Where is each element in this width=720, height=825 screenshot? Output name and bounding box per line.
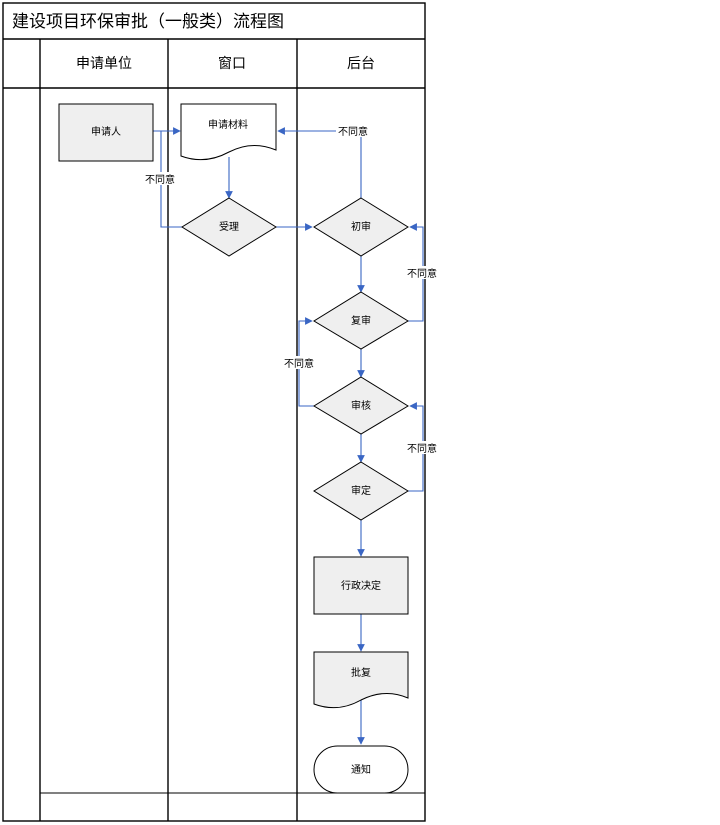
node-admin-decision: 行政决定 (313, 556, 409, 615)
edge-label-decide-disagree: 不同意 (405, 441, 439, 455)
svg-text:初审: 初审 (351, 220, 371, 233)
node-applicant-person: 申请人 (58, 103, 154, 162)
node-second-review: 复审 (313, 291, 409, 350)
lane-header-applicant: 申请单位 (76, 56, 132, 72)
svg-text:通知: 通知 (351, 763, 371, 776)
svg-text:审核: 审核 (351, 399, 371, 412)
lane-header-backend: 后台 (347, 56, 375, 72)
svg-text:不同意: 不同意 (145, 173, 175, 186)
svg-text:审定: 审定 (351, 484, 371, 497)
svg-text:不同意: 不同意 (407, 442, 437, 455)
diagram-title: 建设项目环保审批（一般类）流程图 (12, 12, 284, 32)
node-audit: 审核 (313, 376, 409, 435)
edge-label-audit-disagree: 不同意 (282, 356, 316, 370)
svg-text:申请人: 申请人 (91, 125, 121, 138)
node-first-review: 初审 (313, 197, 409, 257)
svg-text:不同意: 不同意 (284, 357, 314, 370)
diagram-frame (2, 2, 426, 822)
svg-text:受理: 受理 (219, 221, 239, 233)
svg-text:不同意: 不同意 (338, 125, 368, 138)
svg-text:行政决定: 行政决定 (341, 579, 381, 592)
edge-label-second-review-disagree: 不同意 (405, 266, 439, 280)
edge-label-first-review-disagree: 不同意 (336, 124, 370, 138)
svg-text:不同意: 不同意 (407, 267, 437, 280)
node-notify: 通知 (313, 745, 409, 794)
edge-first-review-disagree (277, 127, 362, 198)
node-accept: 受理 (181, 197, 277, 257)
svg-text:复审: 复审 (351, 314, 371, 327)
lane-header-window: 窗口 (218, 55, 246, 72)
node-approval-reply: 批复 (313, 651, 409, 709)
svg-text:批复: 批复 (351, 666, 371, 679)
node-decide: 审定 (313, 461, 409, 521)
edge-label-accept-disagree: 不同意 (143, 172, 177, 186)
node-application-materials: 申请材料 (180, 103, 277, 161)
svg-text:申请材料: 申请材料 (208, 118, 248, 131)
